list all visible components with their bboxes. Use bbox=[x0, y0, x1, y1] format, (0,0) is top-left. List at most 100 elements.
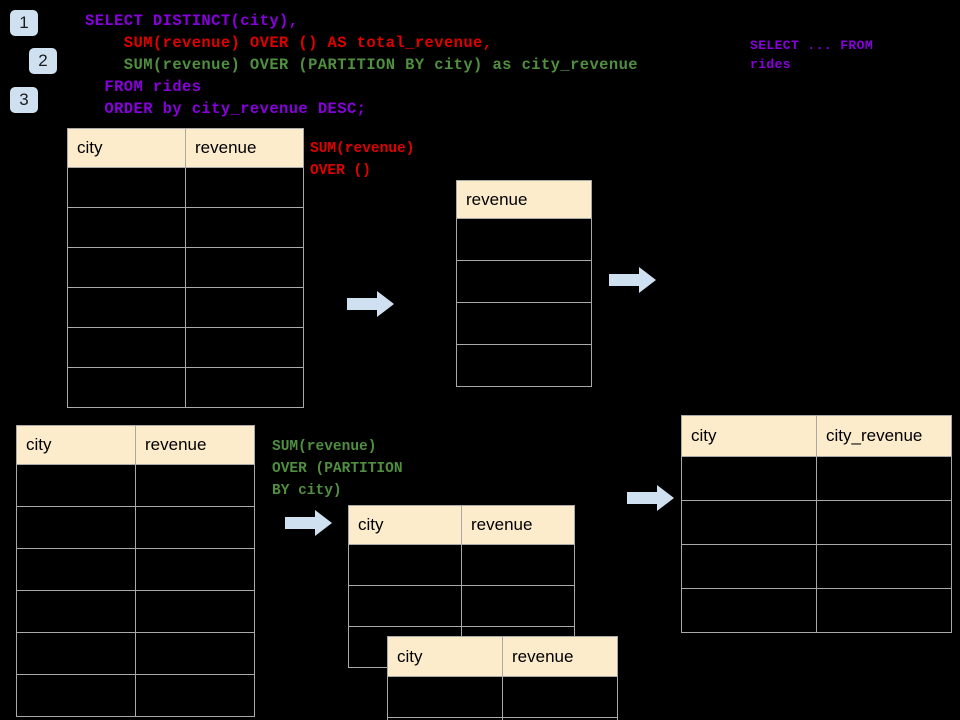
sql-line-select: SELECT DISTINCT(city), bbox=[85, 12, 299, 30]
cell-city bbox=[16, 674, 136, 717]
cell-revenue bbox=[135, 590, 255, 633]
annotation-over-empty: SUM(revenue) OVER () bbox=[310, 141, 415, 179]
cell-city bbox=[348, 585, 462, 627]
cell-city-revenue bbox=[816, 500, 952, 545]
cell-city bbox=[681, 544, 817, 589]
arrow-partition-to-result bbox=[627, 483, 675, 513]
column-header-city: city bbox=[67, 128, 186, 168]
arrow-source-to-partition bbox=[285, 508, 333, 538]
column-header-city: city bbox=[681, 415, 817, 457]
cell-city bbox=[16, 632, 136, 675]
column-header-revenue: revenue bbox=[135, 425, 255, 465]
arrow-source-to-total bbox=[347, 289, 395, 319]
sql-line-from: FROM rides bbox=[85, 78, 202, 96]
table-row bbox=[16, 464, 255, 507]
annotation-partition-by-city: SUM(revenue) OVER (PARTITION BY city) bbox=[272, 439, 403, 499]
cell-city-revenue bbox=[816, 588, 952, 633]
table-row bbox=[67, 207, 304, 248]
table-header-row: city revenue bbox=[348, 505, 575, 545]
cell-revenue bbox=[135, 506, 255, 549]
cell-city bbox=[67, 327, 186, 368]
step-badge-3[interactable]: 3 bbox=[10, 87, 38, 113]
arrow-right-icon bbox=[627, 485, 674, 511]
table-row bbox=[387, 676, 618, 718]
cell-city bbox=[16, 506, 136, 549]
cell-revenue bbox=[135, 464, 255, 507]
cell-revenue bbox=[185, 287, 304, 328]
cell-revenue bbox=[185, 247, 304, 288]
cell-revenue bbox=[135, 548, 255, 591]
table-header-row: city revenue bbox=[16, 425, 255, 465]
table-row bbox=[348, 544, 575, 586]
cell-city bbox=[681, 500, 817, 545]
table-row bbox=[681, 544, 952, 589]
table-header-row: city city_revenue bbox=[681, 415, 952, 457]
table-header-row: revenue bbox=[456, 180, 592, 219]
table-row bbox=[67, 287, 304, 328]
column-header-revenue: revenue bbox=[185, 128, 304, 168]
side-note-line-1: SELECT ... FROM bbox=[750, 38, 874, 53]
table-row bbox=[67, 367, 304, 408]
partition-table-front: city revenue bbox=[387, 636, 618, 720]
table-row bbox=[456, 344, 592, 387]
sql-line-order-by: ORDER by city_revenue DESC; bbox=[85, 100, 367, 118]
step-badge-1[interactable]: 1 bbox=[10, 10, 38, 36]
column-header-city: city bbox=[387, 636, 503, 677]
arrow-right-icon bbox=[347, 291, 394, 317]
cell-revenue bbox=[135, 674, 255, 717]
column-header-revenue: revenue bbox=[502, 636, 618, 677]
table-row bbox=[67, 167, 304, 208]
sql-line-city-revenue: SUM(revenue) OVER (PARTITION BY city) as… bbox=[85, 56, 638, 74]
cell-city-revenue bbox=[816, 456, 952, 501]
table-row bbox=[456, 260, 592, 303]
cell-revenue bbox=[502, 717, 618, 720]
cell-revenue bbox=[185, 207, 304, 248]
cell-city bbox=[16, 548, 136, 591]
cell-revenue bbox=[135, 632, 255, 675]
cell-revenue bbox=[456, 218, 592, 261]
sql-line-total-revenue: SUM(revenue) OVER () AS total_revenue, bbox=[85, 34, 493, 52]
cell-revenue bbox=[502, 676, 618, 718]
arrow-right-icon bbox=[609, 267, 656, 293]
column-header-revenue: revenue bbox=[461, 505, 575, 545]
table-row bbox=[387, 717, 618, 720]
step-badge-2[interactable]: 2 bbox=[29, 48, 57, 74]
cell-revenue bbox=[461, 544, 575, 586]
table-row bbox=[681, 500, 952, 545]
table-row bbox=[681, 588, 952, 633]
cell-city bbox=[67, 367, 186, 408]
table-row bbox=[16, 674, 255, 717]
cell-city bbox=[681, 456, 817, 501]
column-header-revenue: revenue bbox=[456, 180, 592, 219]
cell-revenue bbox=[461, 585, 575, 627]
cell-revenue bbox=[185, 327, 304, 368]
arrow-right-icon bbox=[285, 510, 332, 536]
table-row bbox=[348, 585, 575, 627]
cell-city bbox=[67, 167, 186, 208]
total-revenue-table: revenue bbox=[456, 180, 592, 387]
table-row bbox=[16, 632, 255, 675]
rides-source-table-top: city revenue bbox=[67, 128, 304, 408]
cell-city-revenue bbox=[816, 544, 952, 589]
table-row bbox=[16, 590, 255, 633]
table-row bbox=[456, 302, 592, 345]
side-note-line-2: rides bbox=[750, 57, 792, 72]
cell-revenue bbox=[456, 260, 592, 303]
table-row bbox=[67, 247, 304, 288]
table-row bbox=[16, 548, 255, 591]
column-header-city: city bbox=[16, 425, 136, 465]
table-row bbox=[681, 456, 952, 501]
cell-city bbox=[67, 247, 186, 288]
cell-city bbox=[67, 207, 186, 248]
cell-revenue bbox=[456, 302, 592, 345]
table-header-row: city revenue bbox=[387, 636, 618, 677]
cell-city bbox=[387, 676, 503, 718]
table-header-row: city revenue bbox=[67, 128, 304, 168]
cell-city bbox=[681, 588, 817, 633]
cell-city bbox=[348, 544, 462, 586]
column-header-city: city bbox=[348, 505, 462, 545]
cell-city bbox=[16, 590, 136, 633]
table-row bbox=[16, 506, 255, 549]
rides-source-table-bottom: city revenue bbox=[16, 425, 255, 717]
